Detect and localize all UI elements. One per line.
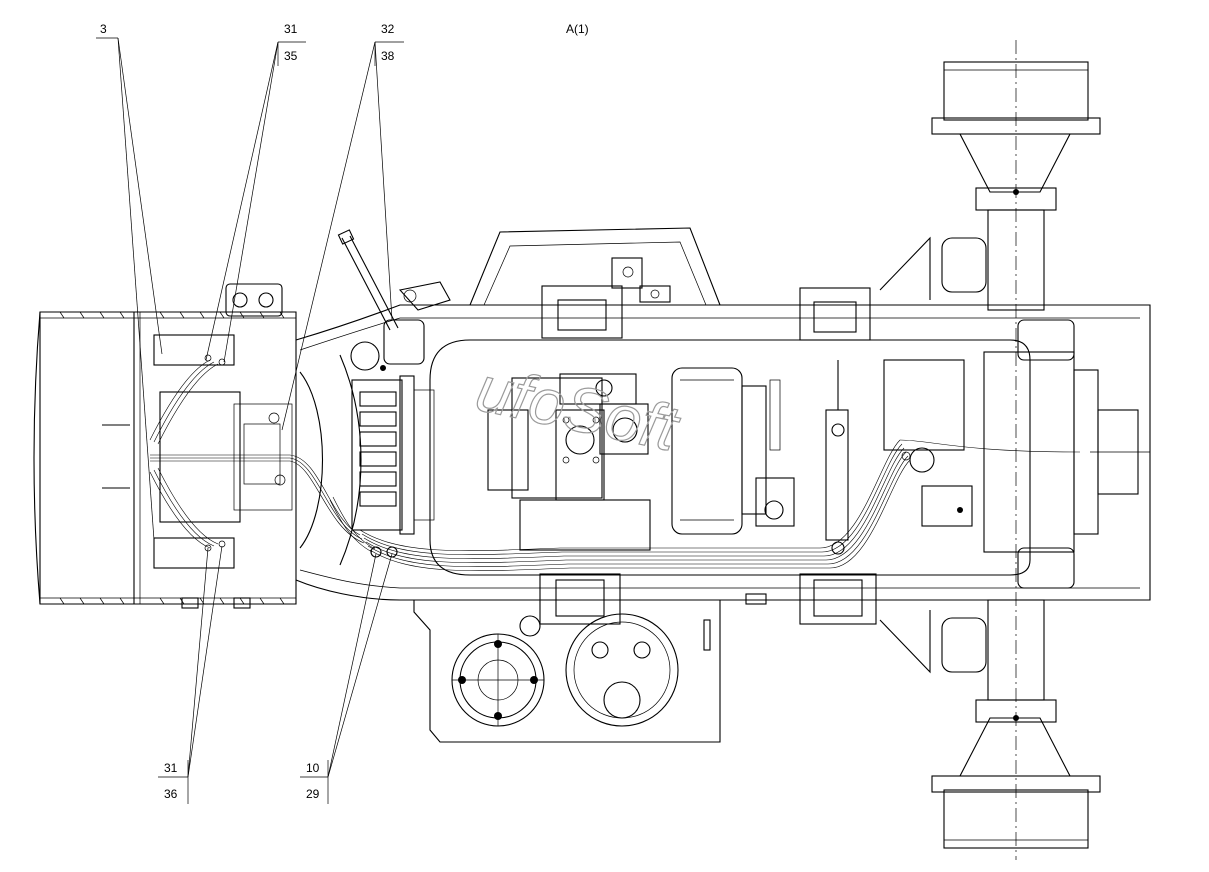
callout-31-35: 31 35: [205, 22, 306, 363]
callout-36-label: 36: [164, 787, 178, 801]
hydraulic-tank: [413, 599, 721, 743]
callout-3: 3: [96, 22, 163, 541]
main-chassis: [295, 227, 1151, 601]
transmission-group: [487, 360, 849, 555]
callout-35-label: 35: [284, 49, 298, 63]
lower-mounts: [539, 573, 877, 625]
rear-pump: [883, 359, 1081, 527]
view-title: A(1): [566, 22, 589, 36]
callout-32-label: 32: [381, 22, 395, 36]
watermark: ufoSoft: [470, 352, 686, 465]
hose-bundle: [329, 439, 911, 571]
callout-31-top-label: 31: [284, 22, 298, 36]
callout-32-38: 32 38: [281, 22, 404, 431]
upper-mounts: [541, 257, 871, 341]
callout-31-bottom-label: 31: [164, 761, 178, 775]
callout-31-36: 31 36: [158, 545, 223, 804]
callout-10-29: 10 29: [300, 553, 393, 804]
callout-10-label: 10: [306, 761, 320, 775]
control-valve-block: [351, 365, 435, 535]
front-frame: [33, 283, 297, 609]
callout-38-label: 38: [381, 49, 395, 63]
callout-29-label: 29: [306, 787, 320, 801]
callout-3-label: 3: [100, 22, 107, 36]
